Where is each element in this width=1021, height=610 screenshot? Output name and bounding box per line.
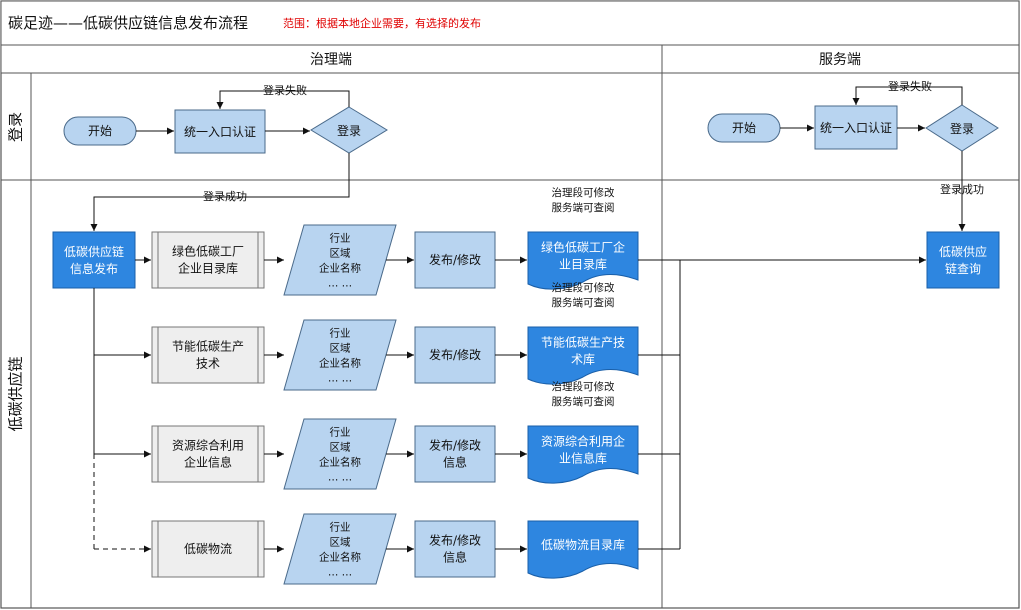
row-4-fields-shape (283, 513, 397, 585)
row-3-note-line-1: 治理段可修改 (552, 380, 615, 393)
auth-node-right (814, 105, 898, 150)
publish-node (52, 231, 136, 289)
login-decision-left-label: 登录 (337, 123, 361, 138)
row-4-library-line-1: 低碳物流目录库 (541, 537, 625, 552)
row-3-category-box (151, 425, 265, 483)
row-4-fields-line-1: 行业 (330, 521, 351, 534)
row-1-fields-line-2: 区域 (330, 247, 351, 260)
row-1-action-box (414, 231, 496, 289)
lane-title-supply-chain: 低碳供应链 (7, 356, 25, 431)
scope-note: 范围：根据本地企业需要，有选择的发布 (283, 16, 481, 30)
lane-header-service (661, 44, 1020, 74)
row-4-category-box (151, 520, 265, 578)
row-2-library-line-2: 术库 (571, 352, 595, 367)
row-2-action-box (414, 326, 496, 384)
row-3-fields-shape (283, 418, 397, 490)
login-success-label-left: 登录成功 (203, 189, 247, 203)
row-1-library-line-1: 绿色低碳工厂企 (541, 240, 625, 255)
row-2-note-line-1: 治理段可修改 (552, 281, 615, 294)
row-2-fields-line-3: 企业名称 (319, 357, 361, 370)
row-3-fields-line-3: 企业名称 (319, 456, 361, 469)
row-4-action-box (414, 520, 496, 578)
row-1-library-line-2: 业目录库 (559, 257, 607, 272)
row-2-fields-line-2: 区域 (330, 342, 351, 355)
lane-header-governance (0, 44, 663, 74)
query-node-line1: 低碳供应 (939, 244, 987, 259)
row-3-fields-line-2: 区域 (330, 441, 351, 454)
row-1-note-line-1: 治理段可修改 (552, 186, 615, 199)
row-1-category-line-2: 企业目录库 (178, 261, 238, 276)
query-node (926, 231, 1000, 289)
lane-title-service: 服务端 (819, 52, 861, 68)
row-3-category-line-2: 企业信息 (184, 455, 232, 470)
login-success-label-right: 登录成功 (940, 182, 984, 196)
start-node-left-label: 开始 (88, 124, 112, 138)
auth-node-left (174, 109, 266, 154)
query-node-line2: 链查询 (945, 261, 981, 276)
diagram-title: 碳足迹——低碳供应链信息发布流程 (8, 14, 248, 32)
auth-node-right-label: 统一入口认证 (820, 121, 892, 135)
row-2-category-box (151, 326, 265, 384)
row-2-fields-line-4: … … (328, 373, 352, 385)
row-2-fields-shape (283, 319, 397, 391)
row-2-library-line-1: 节能低碳生产技 (541, 336, 625, 350)
row-2-fields-line-1: 行业 (330, 327, 351, 340)
row-1-note-line-2: 服务端可查阅 (552, 201, 615, 214)
row-2-category-line-2: 技术 (196, 357, 220, 371)
row-1-action-line-1: 发布/修改 (429, 252, 481, 267)
row-3-action-line-2: 信息 (443, 455, 467, 470)
row-4-fields-line-2: 区域 (330, 536, 351, 549)
row-4-action-line-2: 信息 (443, 550, 467, 565)
row-2-category-line-1: 节能低碳生产 (172, 340, 244, 354)
row-3-note-line-2: 服务端可查阅 (552, 395, 615, 408)
row-1-library-shape (527, 231, 639, 290)
login-fail-label-right: 登录失败 (888, 79, 932, 93)
row-2-action-line-1: 发布/修改 (429, 347, 481, 362)
row-4-fields-line-3: 企业名称 (319, 551, 361, 564)
start-node-right-label: 开始 (732, 121, 756, 135)
row-1-category-line-1: 绿色低碳工厂 (172, 244, 244, 259)
row-4-fields-line-4: … … (328, 567, 352, 579)
row-3-action-box (414, 425, 496, 483)
row-3-fields-line-1: 行业 (330, 426, 351, 439)
publish-node-line1: 低碳供应链 (64, 244, 124, 259)
row-2-library-shape (527, 326, 639, 385)
lane-title-governance: 治理端 (310, 52, 352, 68)
row-1-fields-line-1: 行业 (330, 232, 351, 245)
row-4-category-line-1: 低碳物流 (184, 542, 232, 556)
row-1-fields-line-4: … … (328, 278, 352, 290)
lane-title-login: 登录 (7, 112, 25, 142)
login-fail-label-left: 登录失败 (263, 83, 307, 97)
row-3-category-line-1: 资源综合利用 (172, 438, 244, 453)
row-3-library-line-2: 业信息库 (559, 451, 607, 466)
row-3-action-line-1: 发布/修改 (429, 438, 481, 453)
row-1-fields-line-3: 企业名称 (319, 262, 361, 275)
row-4-library-shape (527, 520, 639, 579)
row-1-category-box (151, 231, 265, 289)
row-2-note-line-2: 服务端可查阅 (552, 296, 615, 309)
row-1-fields-shape (283, 224, 397, 296)
row-3-fields-line-4: … … (328, 472, 352, 484)
login-decision-right-label: 登录 (950, 121, 974, 136)
row-4-action-line-1: 发布/修改 (429, 533, 481, 548)
row-3-library-shape (527, 425, 639, 484)
row-3-library-line-1: 资源综合利用企 (541, 434, 625, 449)
auth-node-left-label: 统一入口认证 (184, 125, 256, 139)
publish-node-line2: 信息发布 (70, 261, 118, 276)
